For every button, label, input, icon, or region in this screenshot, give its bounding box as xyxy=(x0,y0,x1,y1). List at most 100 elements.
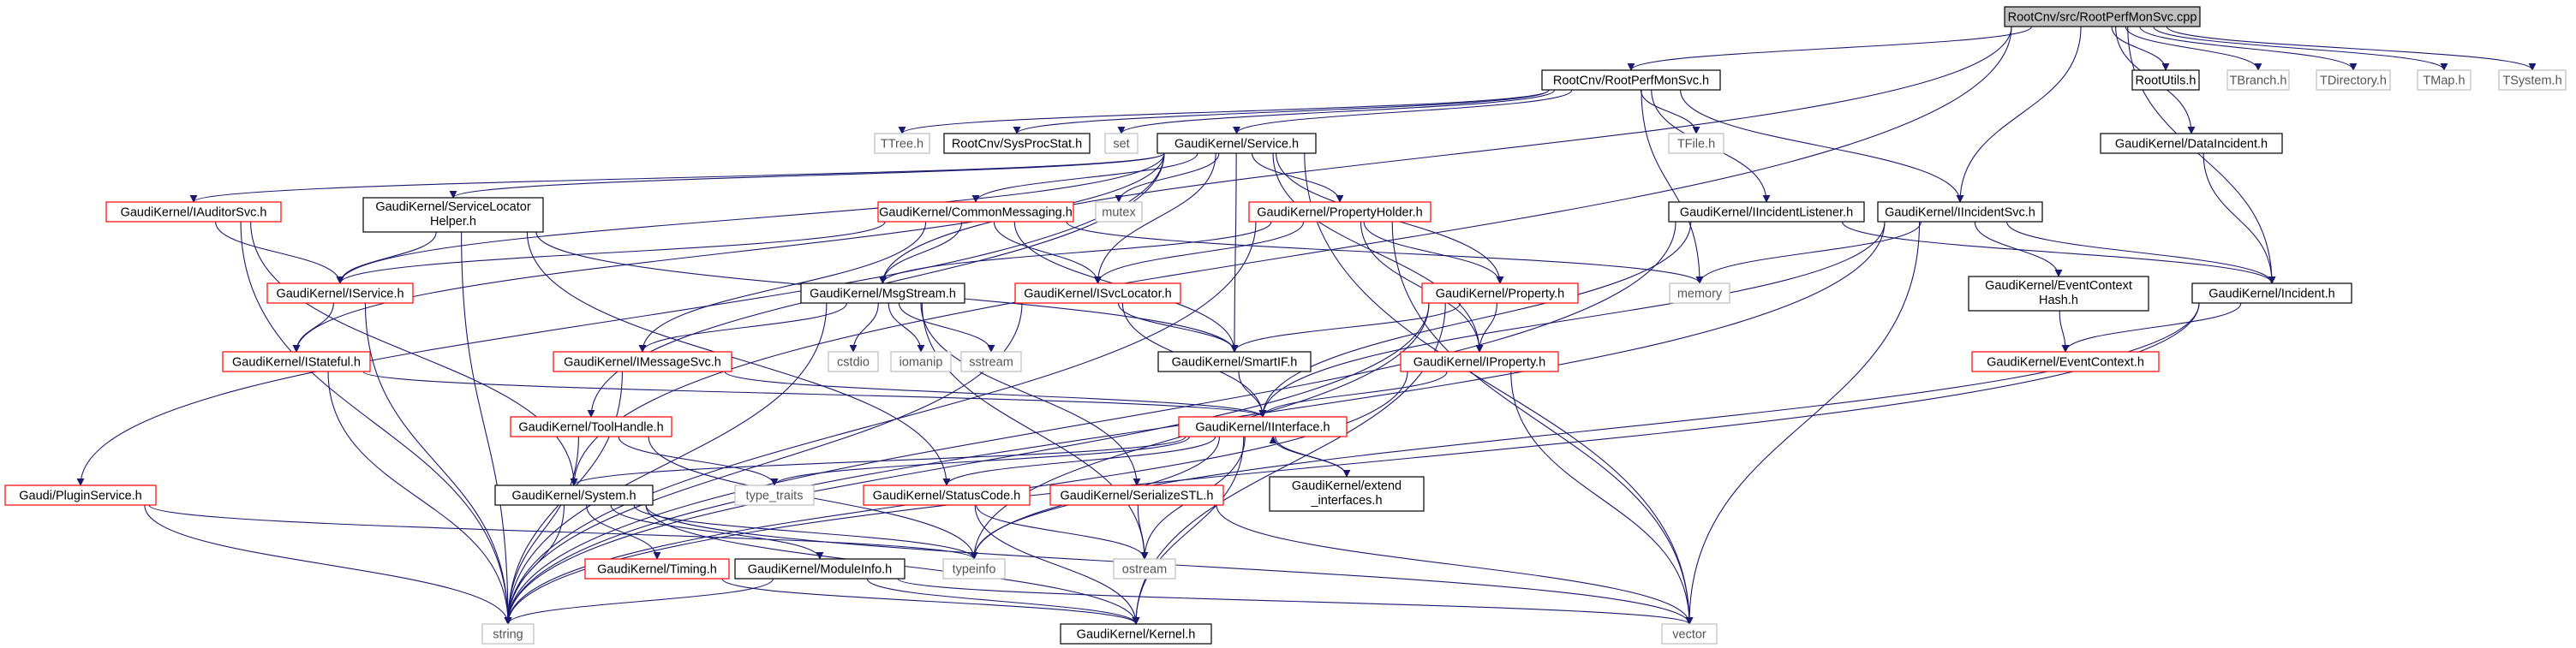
node-box xyxy=(1971,351,2160,372)
edge-iincidentsvc-h-to-eventcontexthash-h xyxy=(1974,221,2063,277)
graph-node-iinterface-h[interactable]: GaudiKernel/IInterface.h xyxy=(1178,416,1348,437)
node-label: iomanip xyxy=(900,356,943,370)
graph-node-moduleinfo-h[interactable]: GaudiKernel/ModuleInfo.h xyxy=(734,558,905,580)
edge-service-h-to-commonmessaging-h xyxy=(971,152,1198,203)
graph-node-iincidentsvc-h[interactable]: GaudiKernel/IIncidentSvc.h xyxy=(1877,201,2043,223)
graph-node-property-h[interactable]: GaudiKernel/Property.h xyxy=(1421,282,1579,304)
edge-rootperfmonsvc-h-to-memory xyxy=(1641,89,1704,284)
graph-node-mutex[interactable]: mutex xyxy=(1095,201,1143,223)
edge-iincidentlistener-h-to-iinterface-h xyxy=(1258,221,1692,418)
graph-node-msgstream-h[interactable]: GaudiKernel/MsgStream.h xyxy=(800,282,965,304)
graph-node-kernel-h[interactable]: GaudiKernel/Kernel.h xyxy=(1060,623,1212,645)
graph-node-iincidentlistener-h[interactable]: GaudiKernel/IIncidentListener.h xyxy=(1668,201,1865,223)
graph-node-extend-interfaces-h[interactable]: GaudiKernel/extend_interfaces.h xyxy=(1269,476,1425,512)
graph-node-sstream[interactable]: sstream xyxy=(960,351,1022,372)
graph-node-ostream[interactable]: ostream xyxy=(1113,558,1176,580)
node-box xyxy=(1248,201,1431,223)
node-label: sstream xyxy=(969,356,1013,370)
node-box xyxy=(2131,69,2200,91)
edge-iincidentsvc-h-to-memory xyxy=(1695,221,1922,284)
graph-node-service-h[interactable]: GaudiKernel/Service.h xyxy=(1157,133,1317,154)
edge-dataincident-h-to-incident-h xyxy=(2202,152,2276,284)
graph-node-cstdio[interactable]: cstdio xyxy=(828,351,879,372)
node-box xyxy=(942,558,1006,580)
edge-msgstream-h-to-string xyxy=(504,302,828,625)
edge-commonmessaging-h-to-memory xyxy=(1066,221,1704,284)
node-label: GaudiKernel/Kernel.h xyxy=(1077,628,1196,642)
node-label: TSystem.h xyxy=(2502,74,2561,88)
graph-node-string[interactable]: string xyxy=(481,623,535,645)
graph-node-commonmessaging-h[interactable]: GaudiKernel/CommonMessaging.h xyxy=(877,201,1074,223)
graph-node-tmap-h[interactable]: TMap.h xyxy=(2417,69,2471,91)
graph-node-tdirectory-h[interactable]: TDirectory.h xyxy=(2316,69,2391,91)
edge-pluginservice-h-to-typeinfo xyxy=(148,504,978,560)
graph-node-eventcontext-h[interactable]: GaudiKernel/EventContext.h xyxy=(1971,351,2160,372)
node-box xyxy=(494,485,654,506)
graph-node-serializestl-h[interactable]: GaudiKernel/SerializeSTL.h xyxy=(1049,485,1224,506)
graph-node-iservice-h[interactable]: GaudiKernel/IService.h xyxy=(266,282,414,304)
node-box xyxy=(960,351,1022,372)
graph-node-imessagesvc-h[interactable]: GaudiKernel/IMessageSvc.h xyxy=(553,351,732,372)
edge-propertyholder-h-to-isvclocator-h xyxy=(1094,221,1305,284)
node-box xyxy=(362,197,544,233)
edge-iservice-h-to-string xyxy=(364,302,512,625)
graph-node-type-traits[interactable]: type_traits xyxy=(734,485,815,506)
node-box xyxy=(4,485,157,506)
node-box xyxy=(2316,69,2391,91)
graph-node-tfile-h[interactable]: TFile.h xyxy=(1668,133,1724,154)
graph-node-rootutils-h[interactable]: RootUtils.h xyxy=(2131,69,2200,91)
edge-iinterface-h-to-kernel-h xyxy=(1132,436,1245,625)
graph-node-isvclocator-h[interactable]: GaudiKernel/ISvcLocator.h xyxy=(1014,282,1181,304)
graph-node-statuscode-h[interactable]: GaudiKernel/StatusCode.h xyxy=(863,485,1031,506)
graph-node-typeinfo[interactable]: typeinfo xyxy=(942,558,1006,580)
edge-imessagesvc-h-to-iinterface-h xyxy=(724,371,1267,418)
node-label: GaudiKernel/CommonMessaging.h xyxy=(879,206,1073,220)
edge-msgstream-h-to-imessagesvc-h xyxy=(638,302,847,353)
graph-node-propertyholder-h[interactable]: GaudiKernel/PropertyHolder.h xyxy=(1248,201,1431,223)
graph-node-system-h[interactable]: GaudiKernel/System.h xyxy=(494,485,654,506)
node-box xyxy=(2004,6,2201,27)
node-label: RootCnv/src/RootPerfMonSvc.cpp xyxy=(2008,11,2197,25)
graph-node-incident-h[interactable]: GaudiKernel/Incident.h xyxy=(2191,282,2352,304)
graph-node-root[interactable]: RootCnv/src/RootPerfMonSvc.cpp xyxy=(2004,6,2201,27)
graph-node-istateful-h[interactable]: GaudiKernel/IStateful.h xyxy=(222,351,371,372)
node-box xyxy=(1049,485,1224,506)
node-box xyxy=(1661,623,1718,645)
graph-node-iauditorsvc-h[interactable]: GaudiKernel/IAuditorSvc.h xyxy=(105,201,282,223)
edge-iauditorsvc-h-to-iservice-h xyxy=(215,221,344,284)
graph-node-iproperty-h[interactable]: GaudiKernel/IProperty.h xyxy=(1400,351,1559,372)
graph-node-rootperfmonsvc-h[interactable]: RootCnv/RootPerfMonSvc.h xyxy=(1541,69,1721,91)
edge-iinterface-h-to-statuscode-h xyxy=(942,436,1216,486)
edge-msgstream-h-to-sstream xyxy=(898,302,995,353)
node-box xyxy=(828,351,879,372)
node-box xyxy=(1113,558,1176,580)
graph-node-tbranch-h[interactable]: TBranch.h xyxy=(2226,69,2290,91)
node-label: GaudiKernel/ToolHandle.h xyxy=(518,421,663,435)
graph-node-set[interactable]: set xyxy=(1104,133,1139,154)
edge-propertyholder-h-to-string xyxy=(504,221,1257,625)
graph-node-iomanip[interactable]: iomanip xyxy=(890,351,952,372)
edge-root-to-iincidentsvc-h xyxy=(1956,26,2082,203)
node-box xyxy=(874,133,930,154)
graph-node-sysprocstat-h[interactable]: RootCnv/SysProcStat.h xyxy=(943,133,1091,154)
graph-node-pluginservice-h[interactable]: Gaudi/PluginService.h xyxy=(4,485,157,506)
graph-node-timing-h[interactable]: GaudiKernel/Timing.h xyxy=(584,558,730,580)
graph-node-memory[interactable]: memory xyxy=(1669,282,1730,304)
graph-node-toolhandle-h[interactable]: GaudiKernel/ToolHandle.h xyxy=(510,416,672,437)
node-label: GaudiKernel/IMessageSvc.h xyxy=(564,356,721,370)
graph-node-ttree-h[interactable]: TTree.h xyxy=(874,133,930,154)
graph-node-smartif-h[interactable]: GaudiKernel/SmartIF.h xyxy=(1157,351,1312,372)
graph-node-dataincident-h[interactable]: GaudiKernel/DataIncident.h xyxy=(2100,133,2283,154)
edge-commonmessaging-h-to-iservice-h xyxy=(336,221,886,284)
graph-node-tsystem-h[interactable]: TSystem.h xyxy=(2498,69,2567,91)
graph-node-vector[interactable]: vector xyxy=(1661,623,1718,645)
node-label: GaudiKernel/IStateful.h xyxy=(232,356,361,370)
edge-iservice-h-to-istateful-h xyxy=(292,302,334,353)
edge-service-h-to-servicelocatorhelper-h xyxy=(449,152,1165,199)
node-label: GaudiKernel/StatusCode.h xyxy=(873,490,1021,503)
edge-servicelocatorhelper-h-to-iservice-h xyxy=(336,231,437,284)
node-label: GaudiKernel/IIncidentListener.h xyxy=(1680,206,1853,220)
